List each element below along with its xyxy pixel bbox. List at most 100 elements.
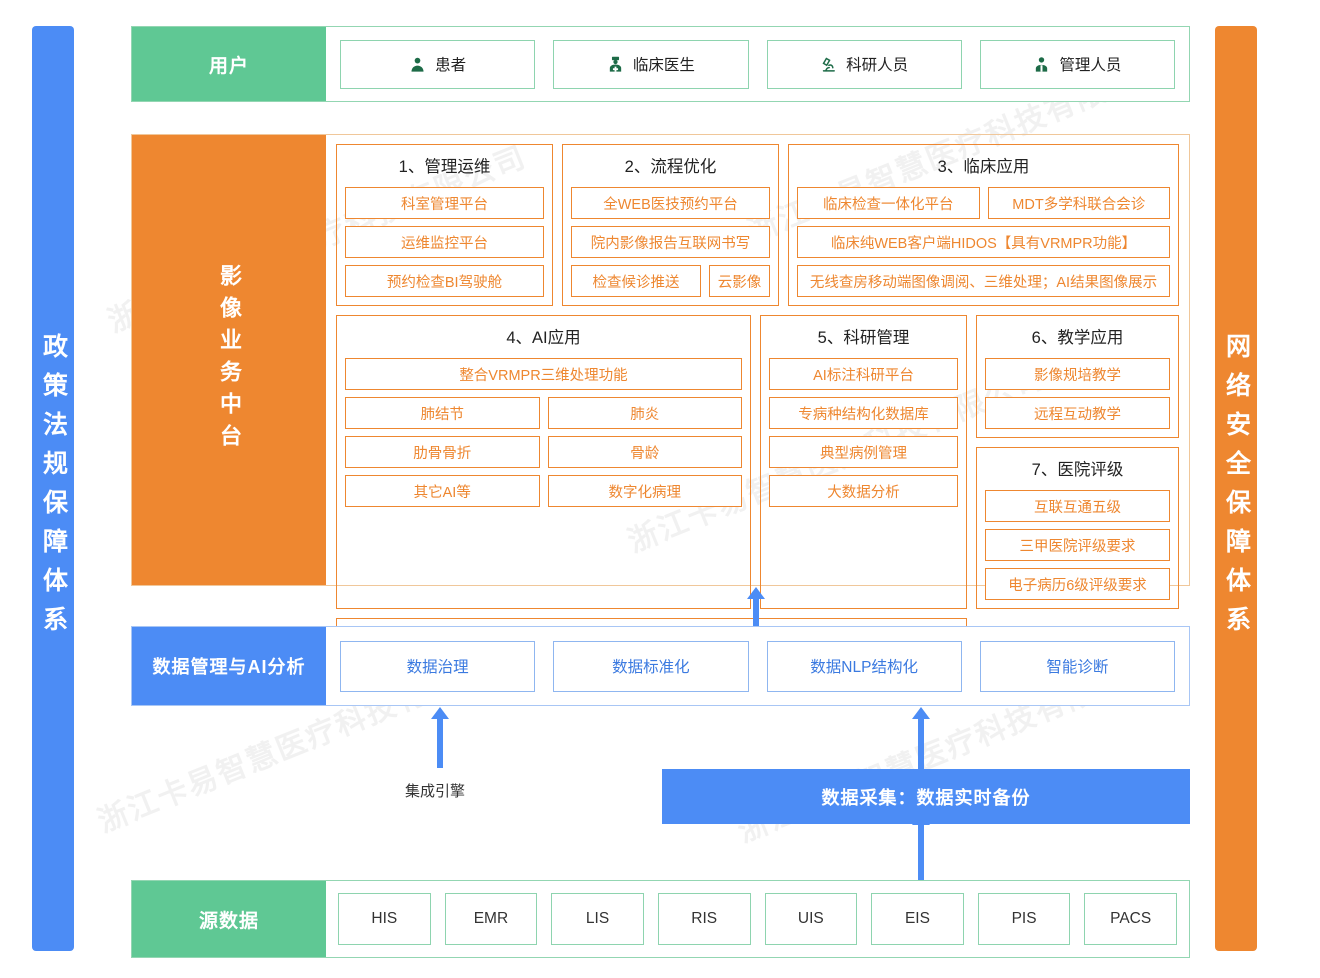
group-row: 其它AI等 数字化病理 — [345, 475, 742, 507]
source-chip-eis[interactable]: EIS — [871, 893, 964, 945]
group-row: 临床检查一体化平台 MDT多学科联合会诊 — [797, 187, 1170, 219]
platform-cell[interactable]: 运维监控平台 — [345, 226, 544, 258]
platform-cell[interactable]: 数字化病理 — [547, 475, 742, 507]
group-title: 5、科研管理 — [817, 329, 910, 347]
platform-cell[interactable]: 云影像 — [709, 265, 770, 297]
group-hospital-rating: 7、医院评级 互联互通五级 三甲医院评级要求 电子病历6级评级要求 — [976, 447, 1179, 609]
platform-cell[interactable]: 院内影像报告互联网书写 — [571, 226, 770, 258]
platform-cell[interactable]: 肺结节 — [345, 397, 540, 429]
user-item-patient[interactable]: 患者 — [340, 39, 536, 89]
group-process-optimization: 2、流程优化 全WEB医技预约平台 院内影像报告互联网书写 检查候诊推送 云影像 — [562, 144, 779, 306]
data-chip-standardization[interactable]: 数据标准化 — [553, 640, 749, 692]
platform-tier-1: 1、管理运维 科室管理平台 运维监控平台 预约检查BI驾驶舱 2、流程优化 — [336, 144, 1179, 306]
data-chip-nlp-structuring[interactable]: 数据NLP结构化 — [766, 640, 962, 692]
arrow-source-to-collect — [918, 824, 924, 880]
source-chip-lis[interactable]: LIS — [551, 893, 644, 945]
platform-cell[interactable]: 专病种结构化数据库 — [769, 397, 958, 429]
platform-cell[interactable]: 三甲医院评级要求 — [985, 529, 1170, 561]
policy-regulation-bar: 政策法规保障体系 — [32, 26, 74, 951]
arrow-collect-to-data — [918, 718, 924, 769]
network-security-label: 网络安全保障体系 — [1222, 332, 1251, 645]
source-chip-ris[interactable]: RIS — [657, 893, 751, 945]
group-row: 电子病历6级评级要求 — [985, 568, 1170, 600]
platform-cell[interactable]: 骨龄 — [547, 436, 742, 468]
source-chip-pis[interactable]: PIS — [977, 893, 1071, 945]
source-data-list: HIS EMR LIS RIS UIS EIS PIS PACS — [326, 881, 1189, 957]
group-title: 7、医院评级 — [1031, 461, 1124, 479]
group-row: 影像规培教学 — [985, 358, 1170, 390]
users-list: 患者 临床医生 — [326, 27, 1189, 101]
group-row: 院内影像报告互联网书写 — [571, 226, 770, 258]
policy-regulation-label: 政策法规保障体系 — [39, 332, 68, 645]
user-item-label: 临床医生 — [632, 57, 695, 74]
source-chip-his[interactable]: HIS — [338, 893, 431, 945]
group-title: 2、流程优化 — [624, 158, 717, 176]
user-item-clinician[interactable]: 临床医生 — [553, 39, 749, 89]
group-row: 三甲医院评级要求 — [985, 529, 1170, 561]
platform-cell[interactable]: 科室管理平台 — [345, 187, 544, 219]
platform-cell[interactable]: 肺炎 — [547, 397, 742, 429]
transport-zone: 集成引擎 数据采集：数据实时备份 — [131, 706, 1190, 880]
group-ai-application: 4、AI应用 整合VRMPR三维处理功能 肺结节 肺炎 肋骨骨折 骨龄 — [336, 315, 751, 609]
user-item-researcher[interactable]: 科研人员 — [766, 39, 962, 89]
platform-cell[interactable]: 电子病历6级评级要求 — [985, 568, 1170, 600]
source-chip-pacs[interactable]: PACS — [1084, 893, 1177, 945]
group-management-ops: 1、管理运维 科室管理平台 运维监控平台 预约检查BI驾驶舱 — [336, 144, 553, 306]
data-chip-governance[interactable]: 数据治理 — [340, 640, 536, 692]
platform-cell[interactable]: 临床纯WEB客户端HIDOS【具有VRMPR功能】 — [797, 226, 1170, 258]
platform-cell[interactable]: 远程互动教学 — [985, 397, 1170, 429]
imaging-platform-label: 影像业务中台 — [217, 264, 242, 456]
platform-cell[interactable]: 典型病例管理 — [769, 436, 958, 468]
platform-cell[interactable]: AI标注科研平台 — [769, 358, 958, 390]
group-row: 互联互通五级 — [985, 490, 1170, 522]
data-management-label: 数据管理与AI分析 — [132, 627, 326, 705]
group-row: 典型病例管理 — [769, 436, 958, 468]
manager-icon — [1033, 56, 1050, 73]
data-chip-intelligent-diagnosis[interactable]: 智能诊断 — [979, 640, 1175, 692]
group-row: 临床纯WEB客户端HIDOS【具有VRMPR功能】 — [797, 226, 1170, 258]
group-teaching-application: 6、教学应用 影像规培教学 远程互动教学 — [976, 315, 1179, 438]
group-row: 全WEB医技预约平台 — [571, 187, 770, 219]
group-title: 3、临床应用 — [937, 158, 1030, 176]
platform-cell[interactable]: MDT多学科联合会诊 — [987, 187, 1170, 219]
group-research-management: 5、科研管理 AI标注科研平台 专病种结构化数据库 典型病例管理 大数据分析 — [760, 315, 967, 609]
network-security-bar: 网络安全保障体系 — [1215, 26, 1257, 951]
group-row: AI标注科研平台 — [769, 358, 958, 390]
source-chip-emr[interactable]: EMR — [444, 893, 538, 945]
group-row: 大数据分析 — [769, 475, 958, 507]
group-row: 远程互动教学 — [985, 397, 1170, 429]
data-management-row: 数据管理与AI分析 数据治理 数据标准化 数据NLP结构化 智能诊断 — [131, 626, 1190, 706]
platform-cell[interactable]: 无线查房移动端图像调阅、三维处理；AI结果图像展示 — [797, 265, 1170, 297]
platform-cell[interactable]: 整合VRMPR三维处理功能 — [345, 358, 742, 390]
group-row: 科室管理平台 — [345, 187, 544, 219]
platform-tier-2: 4、AI应用 整合VRMPR三维处理功能 肺结节 肺炎 肋骨骨折 骨龄 — [336, 315, 1179, 609]
platform-cell[interactable]: 肋骨骨折 — [345, 436, 540, 468]
platform-cell[interactable]: 全WEB医技预约平台 — [571, 187, 770, 219]
group-title: 1、管理运维 — [398, 158, 491, 176]
user-item-administrator[interactable]: 管理人员 — [979, 39, 1175, 89]
platform-cell[interactable]: 影像规培教学 — [985, 358, 1170, 390]
users-row: 用户 患者 — [131, 26, 1190, 102]
imaging-platform-label-cell: 影像业务中台 — [132, 135, 326, 585]
group-row: 无线查房移动端图像调阅、三维处理；AI结果图像展示 — [797, 265, 1170, 297]
platform-cell[interactable]: 临床检查一体化平台 — [797, 187, 980, 219]
source-chip-uis[interactable]: UIS — [764, 893, 858, 945]
data-management-list: 数据治理 数据标准化 数据NLP结构化 智能诊断 — [326, 627, 1189, 705]
platform-cell[interactable]: 其它AI等 — [345, 475, 540, 507]
platform-cell[interactable]: 大数据分析 — [769, 475, 958, 507]
platform-cell[interactable]: 互联互通五级 — [985, 490, 1170, 522]
data-collection-bar: 数据采集：数据实时备份 — [662, 769, 1190, 824]
source-data-label: 源数据 — [132, 881, 326, 957]
platform-cell[interactable]: 检查候诊推送 — [571, 265, 701, 297]
imaging-platform-row: 影像业务中台 1、管理运维 科室管理平台 运维监控平台 预约检查BI驾 — [131, 134, 1190, 702]
group-clinical-application: 3、临床应用 临床检查一体化平台 MDT多学科联合会诊 临床纯WEB客户端HID… — [788, 144, 1179, 306]
users-row-label: 用户 — [132, 27, 326, 101]
user-item-label: 患者 — [435, 57, 467, 74]
group-row: 运维监控平台 — [345, 226, 544, 258]
arrow-data-to-alliance — [753, 598, 759, 626]
group-row: 肺结节 肺炎 — [345, 397, 742, 429]
group-title: 4、AI应用 — [506, 329, 581, 347]
group-row: 预约检查BI驾驶舱 — [345, 265, 544, 297]
platform-cell[interactable]: 预约检查BI驾驶舱 — [345, 265, 544, 297]
